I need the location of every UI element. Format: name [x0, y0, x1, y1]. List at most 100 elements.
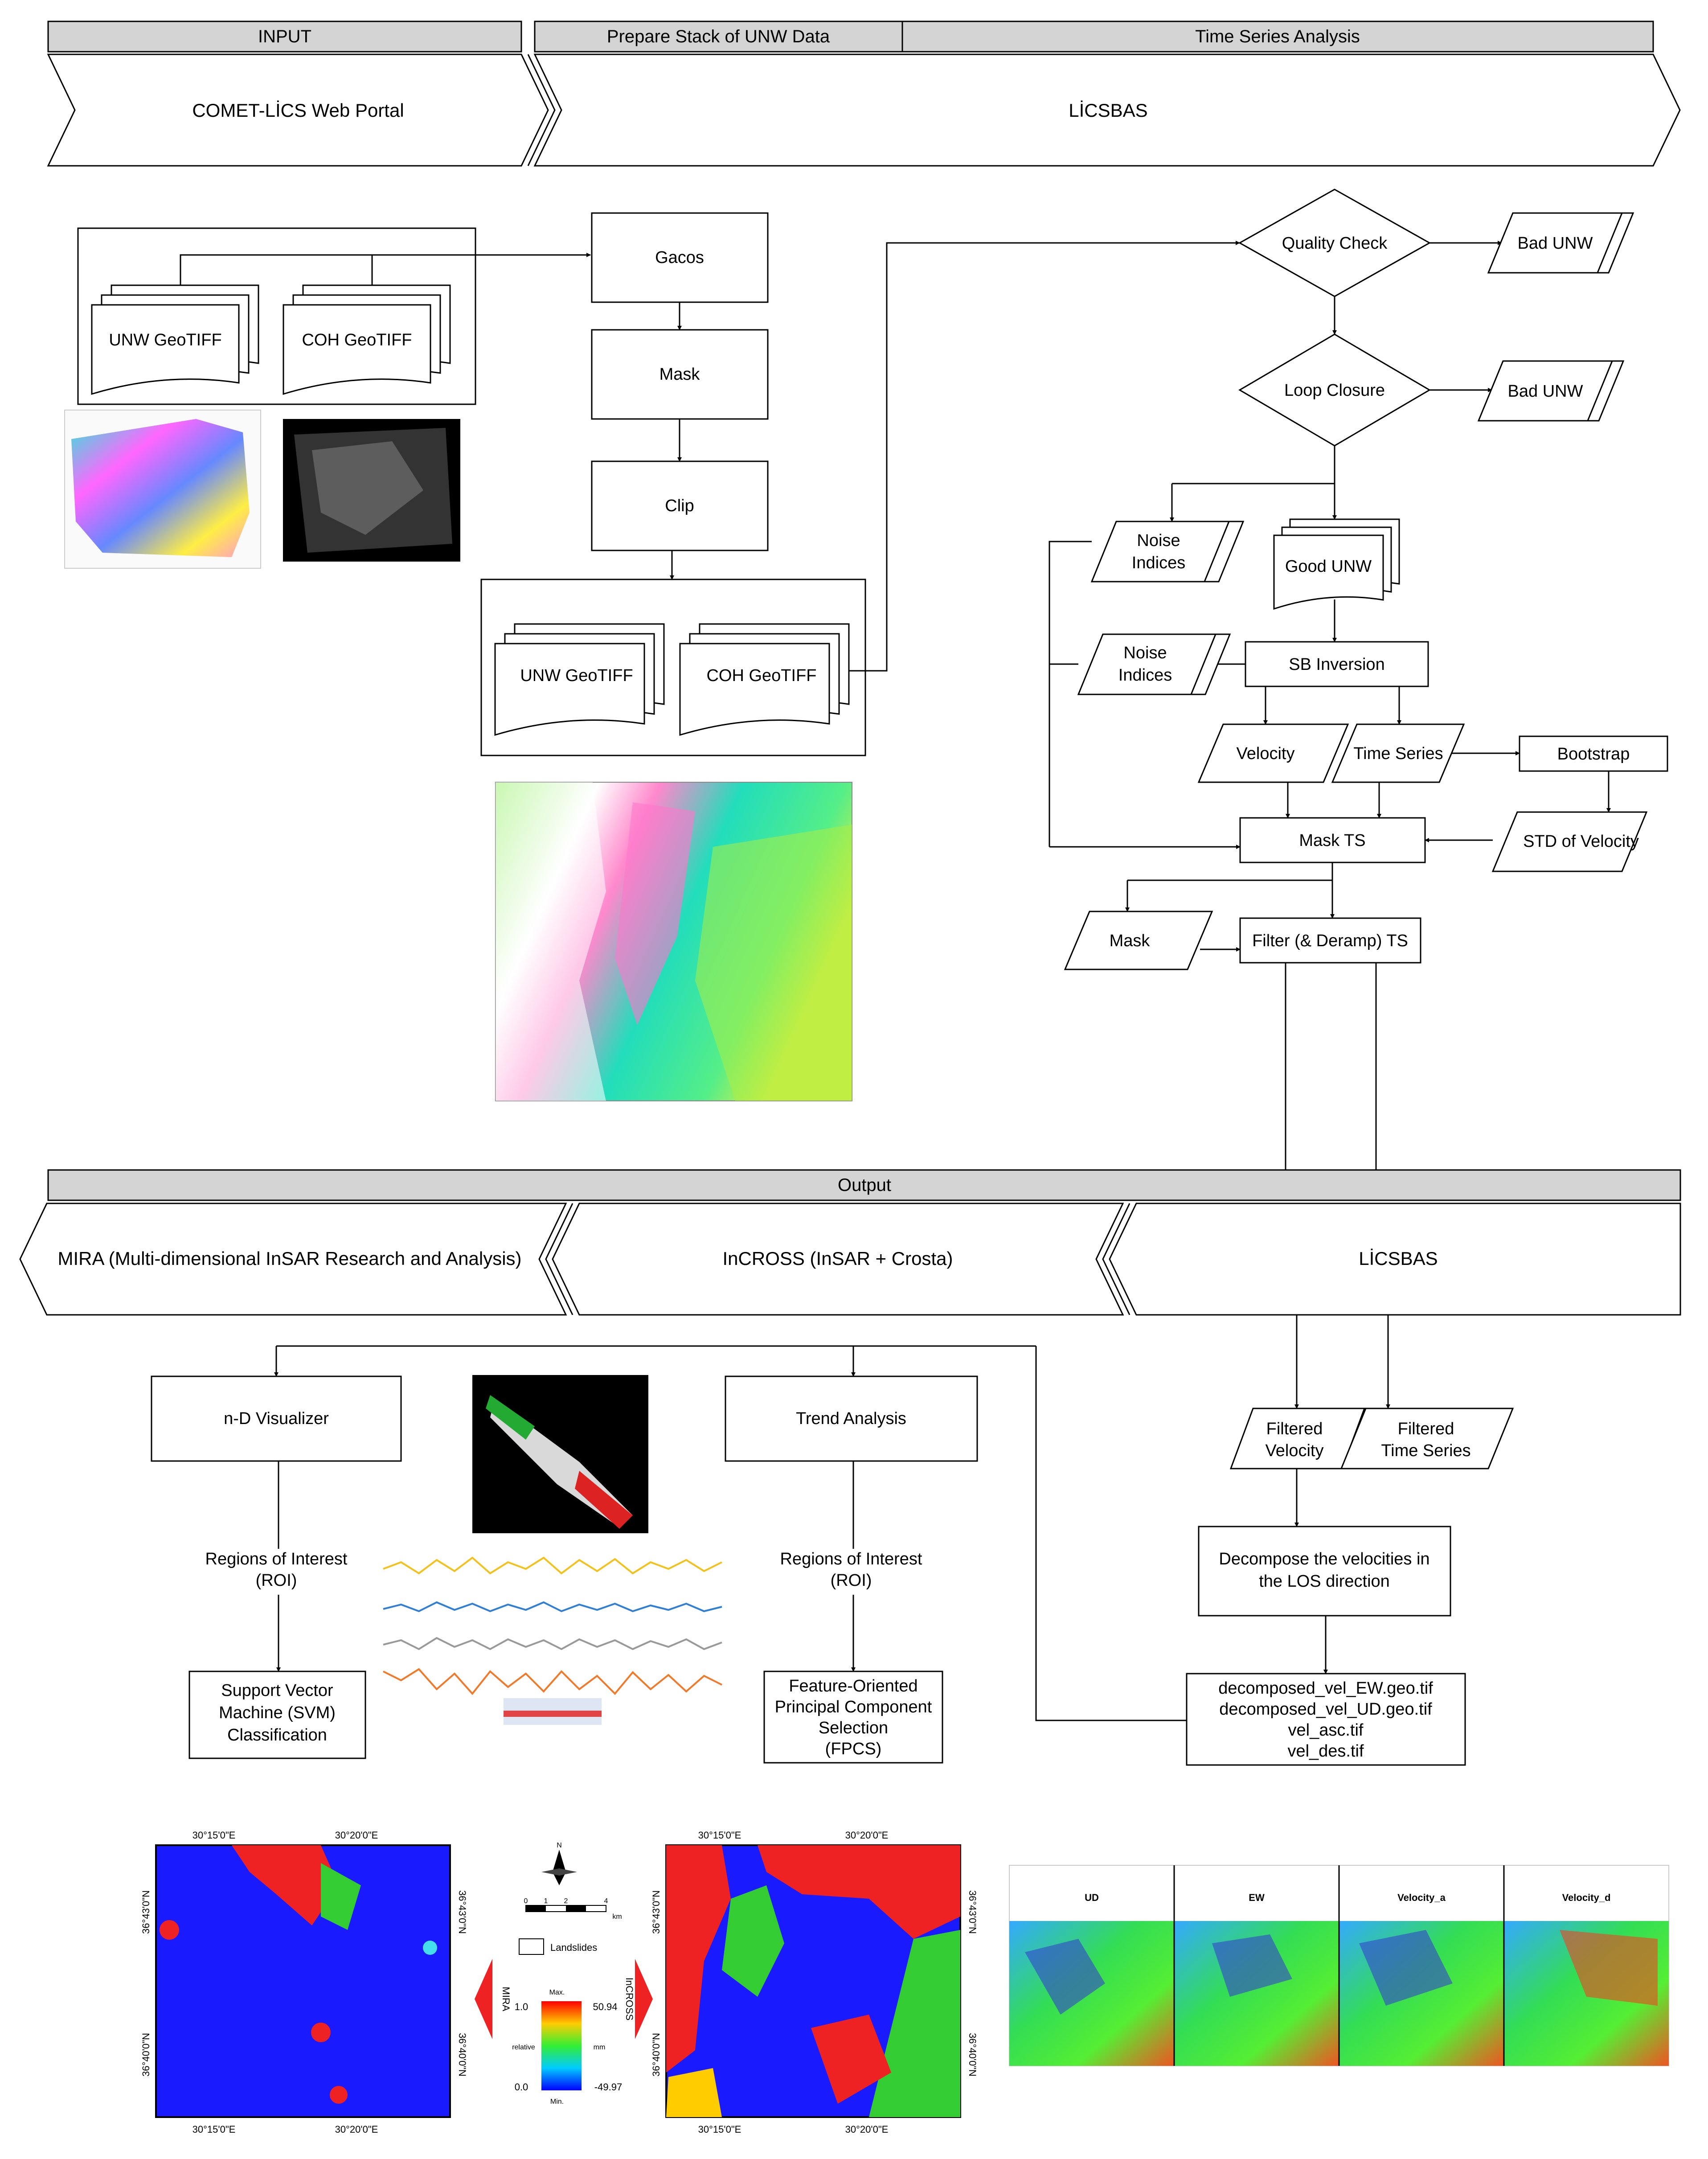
file-asc: vel_asc.tif: [1288, 1721, 1364, 1740]
quality-check-label: Quality Check: [1282, 234, 1388, 253]
header-timeseries-label: Time Series Analysis: [1195, 27, 1360, 46]
incross-roi-line2: (ROI): [831, 1571, 872, 1590]
noise-1-line1: Noise: [1137, 531, 1180, 550]
mira-lon-4: 30°20'0"E: [335, 2124, 378, 2135]
nd-visualizer-box: [151, 1375, 402, 1462]
scale-unit: km: [612, 1913, 622, 1921]
clip-label: Clip: [665, 497, 694, 515]
good-unw-stack: Good UNW: [1273, 518, 1400, 610]
banner-comet-label: COMET-LİCS Web Portal: [192, 100, 404, 121]
mira-roi-line1: Regions of Interest: [205, 1550, 348, 1568]
scale-1: 1: [544, 1897, 548, 1905]
mask-param-label: Mask: [1110, 932, 1151, 950]
mask-label: Mask: [659, 365, 700, 384]
incross-lon-1: 30°15'0"E: [698, 1830, 741, 1841]
banner-licsbas-top-label: LİCSBAS: [1069, 100, 1147, 121]
landslides-swatch: [519, 1938, 544, 1955]
svm-line3: Classification: [227, 1726, 327, 1744]
filtered-velocity-line1: Filtered: [1266, 1420, 1323, 1438]
stack-coh-label: COH GeoTIFF: [706, 666, 816, 685]
trend-analysis-label: Trend Analysis: [796, 1409, 906, 1428]
banner-licsbas-top: [533, 53, 1681, 167]
loop-closure-label: Loop Closure: [1284, 381, 1385, 400]
incross-lat-1: 36°43'0"N: [651, 1890, 662, 1934]
bad-unw-1: [1487, 212, 1634, 274]
time-series-label: Time Series: [1353, 744, 1443, 763]
panel-ew: EW: [1249, 1892, 1265, 1903]
legend-vmax: 50.94: [593, 2001, 617, 2012]
scale-4: 4: [604, 1897, 608, 1905]
filtered-ts-line2: Time Series: [1381, 1441, 1470, 1460]
gacos-box: [591, 212, 769, 303]
filter-ts-label: Filter (& Deramp) TS: [1252, 932, 1408, 950]
banner-incross-label: InCROSS (InSAR + Crosta): [723, 1248, 953, 1269]
licsbas-out-section: Filtered Velocity Filtered Time Series D…: [1035, 1315, 1514, 1766]
fpcs-line1: Feature-Oriented: [789, 1677, 917, 1695]
bad-unw-2: [1477, 360, 1625, 422]
header-prepare-label: Prepare Stack of UNW Data: [607, 27, 830, 46]
unw-thumbnail-map: [71, 419, 250, 557]
bad-unw-1-label: Bad UNW: [1518, 234, 1593, 253]
mira-lat-4: 36°40'0"N: [457, 2033, 468, 2077]
output-banners: MIRA (Multi-dimensional InSAR Research a…: [19, 1203, 1681, 1316]
input-coh-label: COH GeoTIFF: [302, 331, 412, 349]
header-output: [47, 1169, 1681, 1201]
incross-lon-4: 30°20'0"E: [845, 2124, 889, 2135]
bootstrap-label: Bootstrap: [1557, 745, 1630, 763]
header-timeseries: [901, 21, 1654, 53]
incross-lat-3: 36°43'0"N: [967, 1890, 978, 1934]
filter-ts-box: [1239, 917, 1421, 964]
licsbas-section: Quality Check Bad UNW Loop Closure Bad U…: [1049, 189, 1668, 1170]
input-coh-stack: COH GeoTIFF: [283, 284, 451, 395]
svm-line1: Support Vector: [221, 1681, 333, 1700]
filtered-velocity-line2: Velocity: [1266, 1441, 1324, 1460]
svm-line2: Machine (SVM): [219, 1703, 336, 1722]
landslides-label: Landslides: [550, 1942, 597, 1953]
input-section: UNW GeoTIFF COH GeoTIFF: [64, 227, 591, 569]
header-prepare: [534, 21, 903, 53]
mira-lat-3: 36°43'0"N: [457, 1890, 468, 1934]
filtered-ts-box: [1340, 1408, 1514, 1469]
time-series-box: [1331, 723, 1465, 783]
mask-ts-label: Mask TS: [1299, 831, 1365, 850]
file-ew: decomposed_vel_EW.geo.tif: [1218, 1679, 1433, 1698]
incross-lat-4: 36°40'0"N: [967, 2033, 978, 2077]
output-files-box: [1186, 1673, 1466, 1766]
map-legend: N 0 1 2 4 km Landslides Max. Min. 1.0 0.…: [512, 1842, 622, 2106]
fpcs-line4: (FPCS): [825, 1740, 882, 1758]
header-input: [47, 21, 522, 53]
input-unw-label: UNW GeoTIFF: [109, 331, 221, 349]
scale-2: 2: [564, 1897, 568, 1905]
legend-colorbar: [541, 2001, 582, 2090]
stack-unw: UNW GeoTIFF: [494, 623, 665, 736]
nd-visualizer-label: n-D Visualizer: [224, 1409, 329, 1428]
trend-analysis-box: [725, 1375, 978, 1462]
input-unw-stack: UNW GeoTIFF: [91, 284, 259, 395]
banner-comet: [47, 53, 549, 167]
noise-2-line2: Indices: [1118, 666, 1172, 685]
filtered-ts-line1: Filtered: [1398, 1420, 1454, 1438]
stack-unw-label: UNW GeoTIFF: [520, 666, 633, 685]
mira-lon-2: 30°20'0"E: [335, 1830, 378, 1841]
fpcs-line3: Selection: [819, 1719, 888, 1737]
file-des: vel_des.tif: [1287, 1742, 1364, 1761]
sb-inversion-box: [1245, 641, 1429, 687]
bootstrap-box: [1519, 735, 1668, 772]
decompose-line1: Decompose the velocities in: [1219, 1550, 1429, 1568]
mira-map: 30°15'0"E 30°20'0"E 30°15'0"E 30°20'0"E …: [140, 1830, 468, 2135]
output-header: Output: [47, 1169, 1681, 1201]
banner-mira: [19, 1203, 567, 1316]
incross-lon-3: 30°15'0"E: [698, 2124, 741, 2135]
stack-coh: COH GeoTIFF: [679, 623, 850, 736]
decompose-box: [1198, 1526, 1451, 1617]
gacos-label: Gacos: [655, 248, 704, 267]
incross-map: 30°15'0"E 30°20'0"E 30°15'0"E 30°20'0"E …: [651, 1830, 978, 2135]
velocity-label: Velocity: [1237, 744, 1295, 763]
noise-1-line2: Indices: [1132, 554, 1185, 572]
good-unw-label: Good UNW: [1285, 557, 1372, 576]
header-input-label: INPUT: [258, 27, 311, 46]
incross-section: Trend Analysis Regions of Interest (ROI)…: [725, 1375, 978, 1764]
header-output-label: Output: [838, 1175, 891, 1195]
panel-velocity-d: Velocity_d: [1562, 1892, 1611, 1903]
fpcs-box: [763, 1671, 943, 1764]
